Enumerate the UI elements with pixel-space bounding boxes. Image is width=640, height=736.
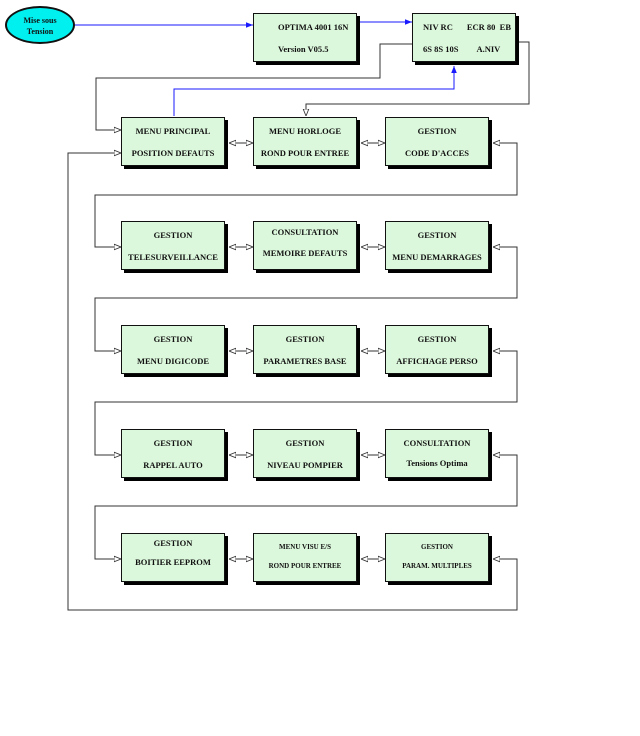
display-niv-rc: NIV RC xyxy=(423,22,453,32)
gestion-parametres-subtitle: PARAMETRES BASE xyxy=(263,356,347,366)
display-eb: EB xyxy=(499,22,512,32)
display-speeds: 6S 8S 10S xyxy=(423,44,459,54)
gestion-demarrages-title: GESTION xyxy=(417,230,457,240)
gestion-rappel-subtitle: RAPPEL AUTO xyxy=(143,460,203,470)
gestion-digicode-title: GESTION xyxy=(153,334,193,344)
gestion-telesurveillance-title: GESTION xyxy=(153,230,193,240)
gestion-param-multiples-title: GESTION xyxy=(421,543,453,551)
gestion-eeprom-title: GESTION xyxy=(153,538,193,548)
menu-principal-box: MENU PRINCIPAL POSITION DEFAUTS xyxy=(121,117,225,166)
menu-visu-title: MENU VISU E/S xyxy=(279,543,331,551)
start-line2: Tension xyxy=(26,27,54,36)
display-a-niv: A.NIV xyxy=(476,44,501,54)
link-display-to-menu-horloge xyxy=(306,41,530,116)
menu-horloge-box: MENU HORLOGE ROND POUR ENTREE xyxy=(253,117,357,166)
gestion-eeprom-subtitle: BOITIER EEPROM xyxy=(135,557,211,567)
gestion-param-multiples-box: GESTION PARAM. MULTIPLES xyxy=(385,533,489,582)
display-row1: NIV RC ECR 80 EB xyxy=(413,22,515,33)
gestion-telesurveillance-box: GESTION TELESURVEILLANCE xyxy=(121,221,225,270)
gestion-menu-demarrages-box: GESTION MENU DEMARRAGES xyxy=(385,221,489,270)
menu-horloge-subtitle: ROND POUR ENTREE xyxy=(260,148,350,158)
menu-principal-title: MENU PRINCIPAL xyxy=(135,126,211,136)
start-node-mise-sous-tension: Mise sous Tension xyxy=(5,6,75,44)
gestion-pompier-title: GESTION xyxy=(285,438,325,448)
gestion-code-acces-subtitle: CODE D'ACCES xyxy=(405,148,469,158)
optima-line2: Version V05.5 xyxy=(278,44,329,54)
gestion-digicode-subtitle: MENU DIGICODE xyxy=(136,356,210,366)
link-display-left-loop xyxy=(95,43,412,130)
gestion-rappel-auto-box: GESTION RAPPEL AUTO xyxy=(121,429,225,478)
start-line1: Mise sous xyxy=(23,16,57,25)
display-status-box: NIV RC ECR 80 EB 6S 8S 10S A.NIV xyxy=(412,13,516,62)
gestion-affichage-perso-box: GESTION AFFICHAGE PERSO xyxy=(385,325,489,374)
gestion-affichage-title: GESTION xyxy=(417,334,457,344)
gestion-rappel-title: GESTION xyxy=(153,438,193,448)
optima-version-box: OPTIMA 4001 16N Version V05.5 xyxy=(253,13,357,62)
wrap-r5-to-menu-principal xyxy=(67,153,518,611)
arrow-menu-principal-to-display xyxy=(173,66,457,116)
consultation-memoire-subtitle: MEMOIRE DEFAUTS xyxy=(262,248,348,258)
display-row2: 6S 8S 10S A.NIV xyxy=(413,44,515,55)
gestion-demarrages-subtitle: MENU DEMARRAGES xyxy=(392,252,482,262)
menu-horloge-title: MENU HORLOGE xyxy=(268,126,342,136)
gestion-boitier-eeprom-box: GESTION BOITIER EEPROM xyxy=(121,533,225,582)
consultation-tensions-optima-box: CONSULTATION Tensions Optima xyxy=(385,429,489,478)
consultation-memoire-defauts-box: CONSULTATION MEMOIRE DEFAUTS xyxy=(253,221,357,270)
consultation-memoire-title: CONSULTATION xyxy=(271,227,339,237)
gestion-code-acces-title: GESTION xyxy=(417,126,457,136)
display-ecr: ECR 80 xyxy=(466,22,496,32)
gestion-niveau-pompier-box: GESTION NIVEAU POMPIER xyxy=(253,429,357,478)
optima-line1: OPTIMA 4001 16N xyxy=(278,22,349,32)
menu-visu-subtitle: ROND POUR ENTREE xyxy=(268,562,342,570)
consultation-tensions-title: CONSULTATION xyxy=(403,438,471,448)
gestion-menu-digicode-box: GESTION MENU DIGICODE xyxy=(121,325,225,374)
menu-principal-subtitle: POSITION DEFAUTS xyxy=(131,148,215,158)
menu-visu-es-box: MENU VISU E/S ROND POUR ENTREE xyxy=(253,533,357,582)
gestion-pompier-subtitle: NIVEAU POMPIER xyxy=(267,460,343,470)
gestion-telesurveillance-subtitle: TELESURVEILLANCE xyxy=(128,252,218,262)
consultation-tensions-subtitle: Tensions Optima xyxy=(406,458,468,468)
gestion-parametres-base-box: GESTION PARAMETRES BASE xyxy=(253,325,357,374)
gestion-code-acces-box: GESTION CODE D'ACCES xyxy=(385,117,489,166)
gestion-param-multiples-subtitle: PARAM. MULTIPLES xyxy=(402,562,472,570)
gestion-affichage-subtitle: AFFICHAGE PERSO xyxy=(396,356,478,366)
gestion-parametres-title: GESTION xyxy=(285,334,325,344)
